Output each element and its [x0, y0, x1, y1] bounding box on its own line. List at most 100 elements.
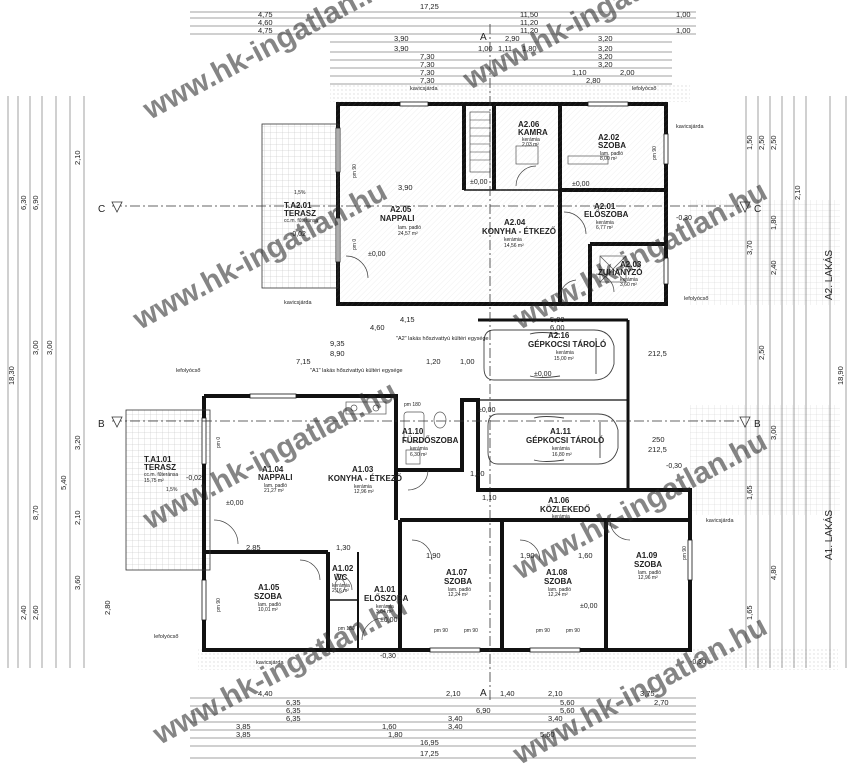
room-area: 3,60 m²: [620, 282, 637, 288]
room-area: 12,96 m²: [354, 489, 374, 495]
room-name: SZOBA: [544, 577, 572, 586]
dim-top-5h: 3,20: [598, 44, 613, 53]
room-dimension-texts: 3,90 2,85 1,30 1,90 1,90 1,60 1,00 1,10: [246, 183, 593, 560]
dim-bottom-total: 17,25: [420, 749, 439, 758]
dim-bottom-6e: 1,80: [388, 730, 403, 739]
dim-right-2: 2,50: [757, 135, 766, 150]
dim-left-10: 3,60: [73, 575, 82, 590]
dim-bottom-3f: 5,60: [560, 706, 575, 715]
room-floor: lam. padló: [600, 151, 623, 157]
dim-left-12: 2,60: [31, 605, 40, 620]
terrace-sub: cc.m. fűteránsa: [144, 472, 178, 478]
dim-bottom-2f: 5,60: [560, 698, 575, 707]
dim-left-5: 3,00: [45, 340, 54, 355]
paving-top: [330, 84, 690, 102]
dim-left-total: 18,30: [7, 366, 16, 385]
room-area: 14,56 m²: [504, 243, 524, 249]
dim-right-10: 1,65: [745, 485, 754, 500]
dim-left-6: 3,20: [73, 435, 82, 450]
pm-a2-1: pm 90: [352, 164, 358, 178]
room-name: ELŐSZOBA: [364, 594, 409, 603]
dim-bottom-4d: 3,40: [448, 714, 463, 723]
level-a1-eloszoba: ±0,00: [380, 617, 398, 624]
room-a1-04: A1.04 NAPPALI lam. padló 21,27 m²: [258, 465, 293, 494]
room-a2-16: A2.16 GÉPKOCSI TÁROLÓ kerámia 15,00 m²: [528, 331, 606, 362]
room-floor: kerámia: [620, 277, 638, 283]
dim-bottom-3b: 6,35: [286, 706, 301, 715]
dim-left-8: 8,70: [31, 505, 40, 520]
level-a2-eloszoba: ±0,00: [572, 181, 590, 188]
dim-left-1: 6,30: [19, 195, 28, 210]
section-a-bottom: A: [480, 688, 487, 699]
dim-right-5: 1,80: [769, 215, 778, 230]
note-kavics-left-a2: kavicsjárda: [284, 300, 312, 306]
dim-bottom-1j: 3,75: [640, 689, 655, 698]
dim-top-3b: 11,20: [520, 26, 538, 35]
dim-a1-110: 1,10: [482, 493, 497, 502]
dim-right-11: 4,80: [769, 565, 778, 580]
level-garage-a1: ±0,00: [478, 407, 496, 414]
room-floor: kerámia: [596, 220, 614, 226]
section-a-top: A: [480, 32, 487, 43]
dim-bottom-3d: 6,90: [476, 706, 491, 715]
room-name: SZOBA: [254, 592, 282, 601]
room-id: A2.01: [594, 202, 616, 211]
pm-a1-9: pm 180: [338, 626, 355, 632]
dim-mid-100: 1,00: [460, 357, 475, 366]
dim-bottom-5g: 3,40: [448, 722, 463, 731]
dim-right-1: 1,50: [745, 135, 754, 150]
room-area: 2,03 m²: [522, 142, 539, 148]
dim-left-7: 5,40: [59, 475, 68, 490]
dim-right-total: 18,90: [836, 366, 845, 385]
level-a1-room: ±0,00: [580, 603, 598, 610]
section-markers: [111, 201, 751, 428]
dim-top-1c: 1,00: [676, 10, 691, 19]
wall-fill-a2: [336, 102, 668, 306]
dim-right-8: 2,50: [757, 345, 766, 360]
dim-top-2c: 11,20: [520, 18, 538, 27]
terrace-a2: T.A2.01 TERASZ cc.m. fűteránsa 1,5%: [284, 190, 318, 224]
room-id: A1.10: [402, 427, 424, 436]
dim-mid-715: 7,15: [296, 357, 311, 366]
level-a1-ext: -0,30: [666, 463, 682, 470]
terrace-slope: 1,5%: [294, 190, 306, 196]
room-area: 24,57 m²: [398, 231, 418, 237]
room-floor: lam. padló: [448, 587, 471, 593]
room-area: 16,80 m²: [552, 452, 572, 458]
room-area: 10,01 m²: [258, 607, 278, 613]
walls-garage: [478, 318, 630, 490]
room-a2-04: A2.04 KONYHA - ÉTKEZŐ kerámia 14,56 m²: [482, 218, 556, 249]
paving-right-a1: [690, 405, 840, 515]
dim-right-12: 1,65: [745, 605, 754, 620]
terrace-a1-area: [126, 410, 210, 570]
note-kavics-right-a2: kavicsjárda: [676, 124, 704, 130]
dim-top-total: 17,25: [420, 2, 439, 11]
dim-right-7: 2,40: [769, 260, 778, 275]
dim-bottom-1g: 2,10: [446, 689, 461, 698]
terrace-name: TERASZ: [144, 463, 176, 472]
watermark: www.hk-ingatlan.hu: [147, 590, 413, 752]
note-kavics-bottom: kavicsjárda: [256, 660, 284, 666]
terrace-slope: 1,5%: [166, 487, 178, 493]
room-area: 15,00 m²: [554, 356, 574, 362]
room-a1-08: A1.08 SZOBA lam. padló 12,24 m²: [544, 568, 572, 598]
room-id: A2.16: [548, 331, 570, 340]
dim-mid-460: 4,60: [370, 323, 385, 332]
dim-lines-bottom: [190, 697, 696, 759]
dim-a1-190b: 1,90: [520, 551, 535, 560]
paving-right-a2: [690, 200, 840, 305]
pm-a1-8: pm 180: [404, 402, 421, 408]
room-id: A1.02: [332, 564, 354, 573]
dim-top-3c: 1,00: [676, 26, 691, 35]
car-a2-garage: [483, 329, 615, 381]
dim-top-1b: 11,50: [520, 10, 538, 19]
dim-top-7b: 7,30: [420, 60, 435, 69]
dim-left-3: 2,10: [73, 150, 82, 165]
room-floor: kerámia: [556, 350, 574, 356]
dim-top-6b: 7,30: [420, 52, 435, 61]
section-b-left: B: [98, 419, 105, 430]
dim-top-4f: 3,20: [598, 34, 613, 43]
room-id: A1.09: [636, 551, 658, 560]
dim-a1-190: 1,90: [426, 551, 441, 560]
dim-mid-600: 6,00: [550, 323, 565, 332]
